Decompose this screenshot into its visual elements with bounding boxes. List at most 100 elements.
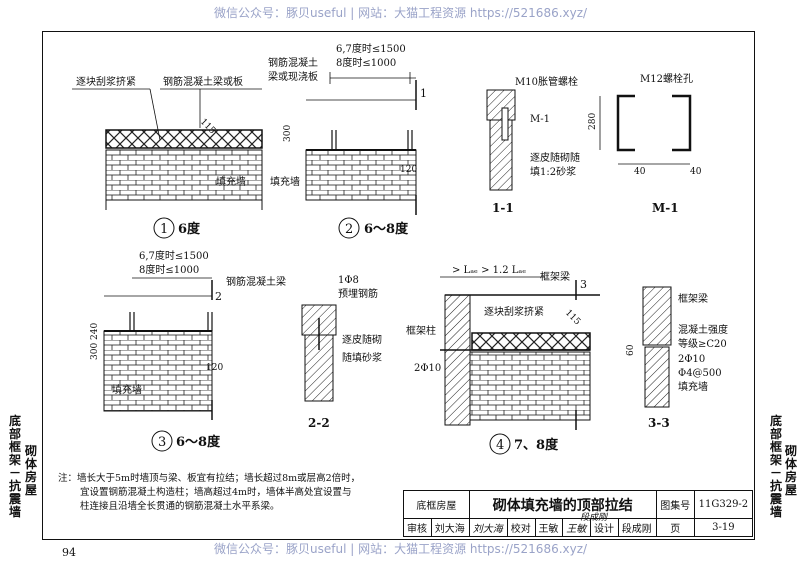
side-right-col1: 底部框架－抗震墙 xyxy=(769,414,782,519)
section-2-2-fill-2: 随填砂浆 xyxy=(342,351,382,364)
detail-2-number: 2 xyxy=(345,222,353,237)
title-atlas-no: 11G329-2 xyxy=(693,490,754,519)
section-2-2-fill-1: 逐皮随砌 xyxy=(342,333,382,346)
detail-3-caption: 6～8度 xyxy=(176,434,221,450)
detail-4-number-circle xyxy=(489,433,511,455)
notes-line1: 墙长大于5m时墙顶与梁、板宜有拉结；墙长超过8m或层高2倍时， xyxy=(77,473,361,484)
designer: 段成刚 xyxy=(617,518,657,537)
section-1-1-fill-1: 逐皮随砌随 xyxy=(530,151,580,164)
section-2-2-label-pre: 预埋钢筋 xyxy=(338,287,378,300)
section-3-3-fill-wall: 填充墙 xyxy=(678,380,708,393)
detail-2: 6,7度时≤1500 8度时≤1000 钢筋混凝土 梁或现浇板 300 120 … xyxy=(268,42,427,239)
detail-2-dim-top-2: 8度时≤1000 xyxy=(336,56,396,69)
section-3-3-wall xyxy=(644,346,670,408)
plate-m1-label-hole: M12螺栓孔 xyxy=(640,72,693,85)
detail-4-dim-top: > Lₐₑ > 1.2 Lₐₑ xyxy=(452,265,526,276)
notes: 注：墙长大于5m时墙顶与梁、板宜有拉结；墙长超过8m或层高2倍时， 宜设置钢筋混… xyxy=(58,472,398,514)
watermark-bottom: 微信公众号：豚贝useful | 网站：大猫工程资源 https://52168… xyxy=(214,542,588,556)
detail-2-dim-120: 120 xyxy=(400,165,417,175)
section-1-1-caption: 1-1 xyxy=(492,201,514,215)
detail-4-label-a: 逐块刮浆挤紧 xyxy=(484,305,544,318)
detail-3-label-a: 钢筋混凝土梁 xyxy=(226,275,286,288)
section-1-1-label-m1: M-1 xyxy=(530,114,550,125)
section-3-3-conc-1: 混凝土强度 xyxy=(678,323,728,336)
detail-3-brick-wall xyxy=(103,330,213,412)
detail-4-beam-infill xyxy=(471,332,591,351)
section-3-3-beam xyxy=(642,286,672,346)
detail-4-dim-115: 115 xyxy=(563,308,582,327)
detail-3-dim-side: 300 240 xyxy=(90,323,100,360)
detail-1-label-a: 逐块刮浆挤紧 xyxy=(76,75,136,88)
detail-4-caption: 7、8度 xyxy=(514,437,559,453)
title-category: 底框房屋 xyxy=(403,490,470,519)
detail-3-dim-top-2: 8度时≤1000 xyxy=(139,263,199,276)
detail-4-label-col: 框架柱 xyxy=(406,324,436,337)
detail-2-label-a: 钢筋混凝土 xyxy=(268,56,318,69)
page-number: 94 xyxy=(62,546,76,559)
section-3-3-dim-60: 60 xyxy=(626,344,636,356)
checker: 王敏 xyxy=(534,518,564,537)
title-main: 砌体填充墙的顶部拉结 xyxy=(468,490,657,519)
review-signature: 刘大海 xyxy=(468,518,508,537)
check-label: 校对 xyxy=(506,518,536,537)
plate-m1-caption: M-1 xyxy=(652,201,679,215)
title-block: 底框房屋 砌体填充墙的顶部拉结 图集号 11G329-2 审核 刘大海 刘大海 … xyxy=(403,490,754,537)
plate-m1-dim-40b: 40 xyxy=(690,167,702,177)
section-2-2-label-bar: 1Φ8 xyxy=(338,275,359,286)
detail-2-fill-wall: 填充墙 xyxy=(270,175,300,188)
detail-1-number-circle xyxy=(153,217,175,239)
side-left-col1: 底部框架－抗震墙 xyxy=(8,414,21,519)
detail-3-cut-mark: 2 xyxy=(215,290,222,303)
section-2-2: 1Φ8 预埋钢筋 逐皮随砌 随填砂浆 2-2 xyxy=(301,275,382,430)
detail-4: > Lₐₑ > 1.2 Lₐₑ 框架梁 框架柱 逐块刮浆挤紧 115 2Φ10 … xyxy=(406,265,600,455)
design-signature: 段成刚 xyxy=(580,513,608,523)
notes-line2: 宜设置钢筋混凝土构造柱；墙高超过4m时，墙体半高处宜设置与 xyxy=(80,487,352,498)
detail-3-dim-120: 120 xyxy=(206,363,223,373)
detail-4-brick-wall xyxy=(469,351,591,421)
section-3-3-bar-2: Φ4@500 xyxy=(678,368,722,379)
section-2-2-caption: 2-2 xyxy=(308,416,330,430)
section-3-3-label-beam: 框架梁 xyxy=(678,292,708,305)
section-1-1-beam xyxy=(486,89,516,121)
detail-1-number: 1 xyxy=(160,222,168,237)
detail-2-dim-300: 300 xyxy=(283,125,293,142)
section-1-1-wall xyxy=(489,119,513,191)
detail-4-label-beam: 框架梁 xyxy=(540,270,570,283)
detail-2-cut-mark: 1 xyxy=(420,87,427,100)
detail-3-number: 3 xyxy=(158,435,166,450)
watermark-top: 微信公众号：豚贝useful | 网站：大猫工程资源 https://52168… xyxy=(214,6,588,20)
plate-m1-dim-280: 280 xyxy=(588,113,598,130)
detail-1: 逐块刮浆挤紧 钢筋混凝土梁或板 115 填充墙 1 6度 xyxy=(72,75,263,239)
detail-3: 6,7度时≤1500 8度时≤1000 钢筋混凝土梁 300 240 120 填… xyxy=(90,249,286,452)
reviewer: 刘大海 xyxy=(430,518,470,537)
review-label: 审核 xyxy=(403,518,432,537)
notes-line3: 柱连接且沿墙全长贯通的钢筋混凝土水平系梁。 xyxy=(80,501,280,512)
side-left-col2: 砌体房屋 xyxy=(24,444,37,497)
check-signature: 王敏 xyxy=(562,518,592,537)
detail-1-caption: 6度 xyxy=(178,221,201,237)
detail-2-label-b: 梁或现浇板 xyxy=(268,70,318,83)
detail-2-dim-top-1: 6,7度时≤1500 xyxy=(336,42,406,55)
detail-4-bar: 2Φ10 xyxy=(414,363,441,374)
plate-m1: M12螺栓孔 280 40 40 M-1 xyxy=(588,72,702,215)
detail-4-column xyxy=(444,294,471,426)
drawing-frame xyxy=(42,31,755,540)
detail-4-cut-mark: 3 xyxy=(580,278,587,291)
title-atlas-label: 图集号 xyxy=(655,490,695,519)
detail-3-fill-wall: 填充墙 xyxy=(112,383,142,396)
detail-1-beam xyxy=(105,129,263,149)
detail-4-number: 4 xyxy=(496,438,504,453)
detail-3-dim-top-1: 6,7度时≤1500 xyxy=(139,249,209,262)
section-3-3-conc-2: 等级≥C20 xyxy=(678,337,727,350)
detail-1-brick-wall xyxy=(105,149,263,201)
side-right-col2: 砌体房屋 xyxy=(784,444,797,497)
page-code: 3-19 xyxy=(693,518,754,537)
detail-2-number-circle xyxy=(338,217,360,239)
page-label: 页 xyxy=(655,518,695,537)
detail-3-number-circle xyxy=(151,430,173,452)
section-1-1-label-bolt: M10胀管螺栓 xyxy=(515,75,578,88)
detail-2-brick-wall xyxy=(305,149,417,201)
notes-lead: 注： xyxy=(58,473,78,484)
section-3-3: 框架梁 混凝土强度 等级≥C20 60 2Φ10 Φ4@500 填充墙 3-3 xyxy=(626,286,728,430)
